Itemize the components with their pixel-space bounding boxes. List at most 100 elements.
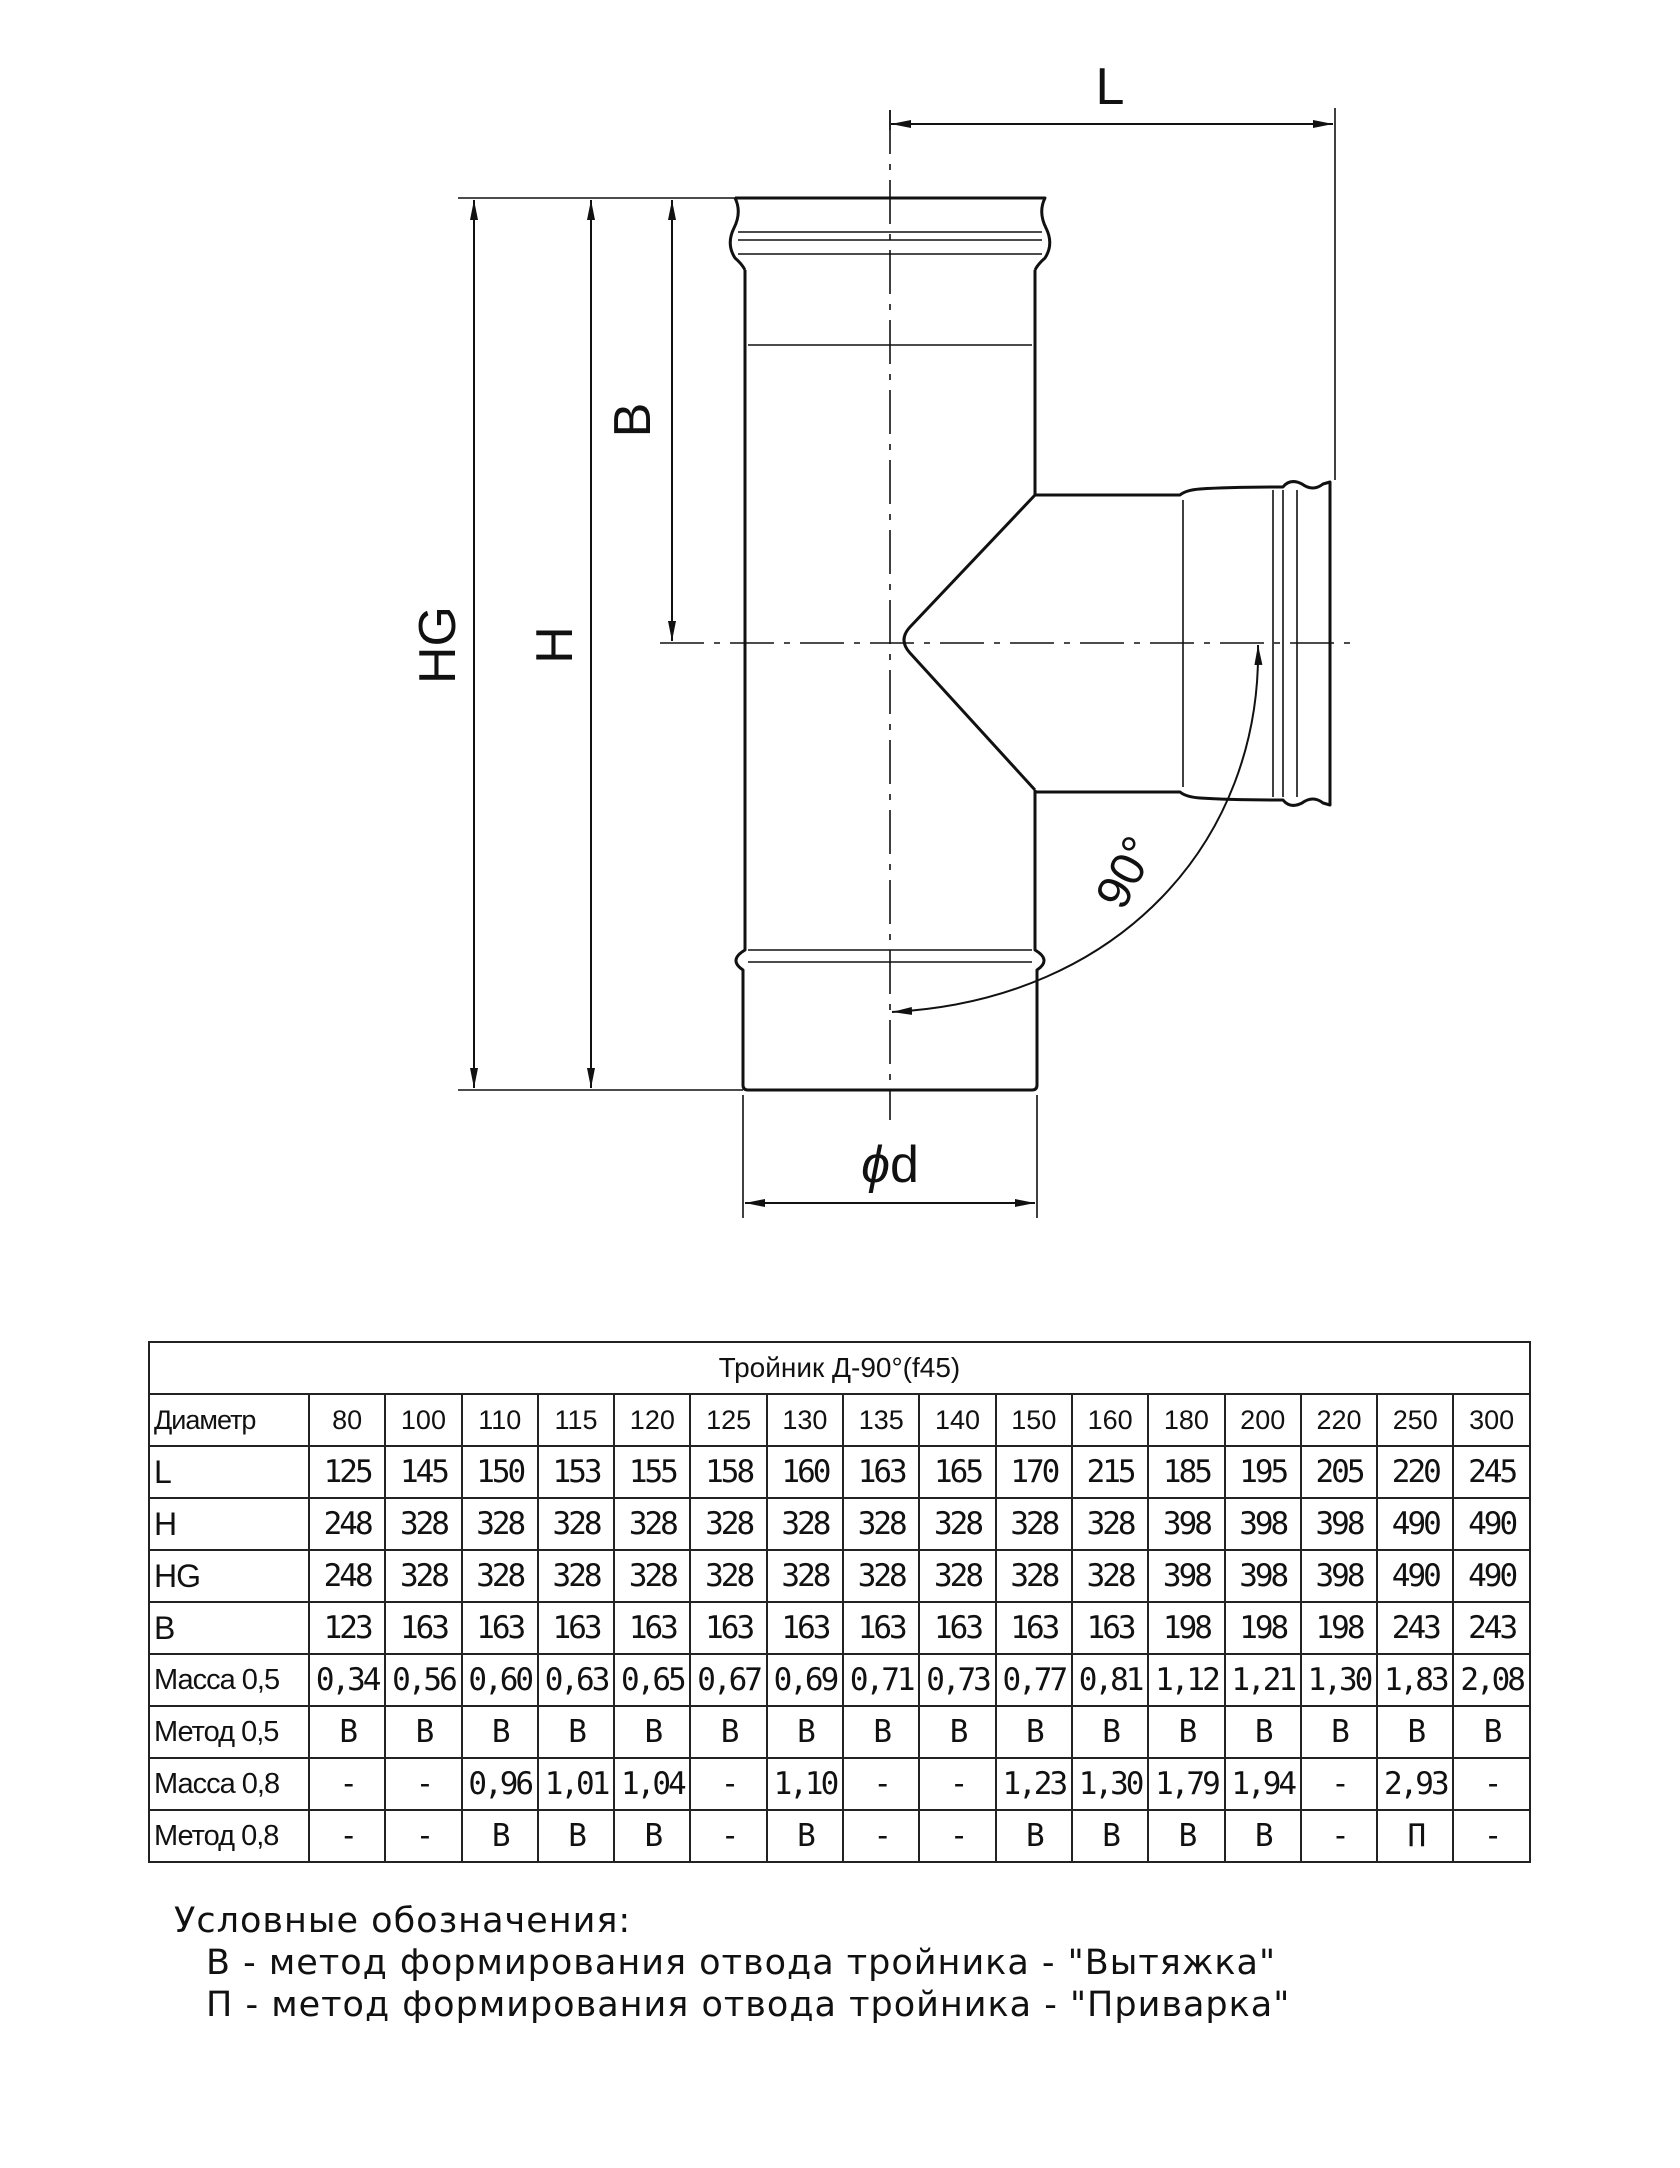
- diameter-header-cell: 200: [1223, 1393, 1302, 1447]
- table-cell: -: [1452, 1809, 1531, 1863]
- diameter-header-cell: 130: [765, 1393, 845, 1447]
- table-cell: В: [765, 1705, 845, 1759]
- table-cell: 123: [307, 1601, 387, 1655]
- table-cell: 0,69: [765, 1653, 845, 1707]
- diameter-header-cell: 160: [1070, 1393, 1150, 1447]
- table-cell: -: [1452, 1757, 1531, 1811]
- center-lines: [660, 110, 1355, 1120]
- table-cell: 248: [307, 1549, 387, 1603]
- table-cell: В: [1452, 1705, 1531, 1759]
- table-cell: 328: [994, 1497, 1073, 1551]
- table-header-label: Диаметр: [148, 1393, 310, 1447]
- table-cell: 0,65: [613, 1653, 692, 1707]
- table-cell: -: [1299, 1757, 1379, 1811]
- table-cell: В: [1223, 1809, 1302, 1863]
- table-cell: 163: [918, 1601, 997, 1655]
- dimension-lines: [470, 120, 1333, 1207]
- table-cell: 163: [460, 1601, 539, 1655]
- table-cell: 328: [689, 1497, 768, 1551]
- table-cell: 153: [536, 1445, 616, 1499]
- diameter-header-cell: 100: [384, 1393, 463, 1447]
- table-cell: В: [1070, 1705, 1150, 1759]
- diameter-header-cell: 115: [536, 1393, 616, 1447]
- table-cell: 328: [765, 1497, 845, 1551]
- table-cell: -: [1299, 1809, 1379, 1863]
- table-cell: 1,94: [1223, 1757, 1302, 1811]
- table-cell: 198: [1223, 1601, 1302, 1655]
- table-cell: 328: [460, 1549, 539, 1603]
- table-cell: 0,71: [842, 1653, 921, 1707]
- diameter-header-cell: 250: [1376, 1393, 1455, 1447]
- diameter-header-cell: 150: [994, 1393, 1073, 1447]
- table-title-row: Тройник Д-90°(f45): [148, 1341, 1531, 1395]
- table-cell: 0,96: [460, 1757, 539, 1811]
- table-cell: 1,01: [536, 1757, 616, 1811]
- table-cell: 398: [1147, 1497, 1226, 1551]
- table-cell: 398: [1223, 1497, 1302, 1551]
- table-cell: 398: [1147, 1549, 1226, 1603]
- table-cell: 328: [765, 1549, 845, 1603]
- table-cell: 398: [1299, 1549, 1379, 1603]
- row-label: B: [148, 1601, 310, 1655]
- diameter-letter: d: [890, 1136, 919, 1194]
- table-cell: 163: [994, 1601, 1073, 1655]
- table-cell: -: [689, 1809, 768, 1863]
- table-cell: 0,77: [994, 1653, 1073, 1707]
- diameter-header-cell: 135: [842, 1393, 921, 1447]
- table-cell: 1,30: [1299, 1653, 1379, 1707]
- table-cell: 1,12: [1147, 1653, 1226, 1707]
- legend: Условные обозначения: В - метод формиров…: [174, 1900, 1290, 2026]
- table-cell: В: [536, 1809, 616, 1863]
- table-cell: 215: [1070, 1445, 1150, 1499]
- dimension-label-b: B: [604, 403, 662, 438]
- table-cell: 0,81: [1070, 1653, 1150, 1707]
- table-cell: 328: [689, 1549, 768, 1603]
- dimension-label-diameter: ϕd: [861, 1136, 919, 1194]
- table-cell: В: [842, 1705, 921, 1759]
- table-cell: 243: [1376, 1601, 1455, 1655]
- row-label: Масса 0,8: [148, 1757, 310, 1811]
- table-cell: В: [1299, 1705, 1379, 1759]
- table-cell: 0,67: [689, 1653, 768, 1707]
- table-cell: 328: [536, 1497, 616, 1551]
- diameter-symbol: ϕ: [861, 1136, 890, 1194]
- table-cell: 328: [384, 1497, 463, 1551]
- diameter-header-cell: 220: [1299, 1393, 1379, 1447]
- table-cell: 0,73: [918, 1653, 997, 1707]
- tee-detail-lines: [738, 231, 1298, 963]
- table-cell: 328: [842, 1549, 921, 1603]
- legend-title: Условные обозначения:: [174, 1901, 632, 1941]
- table-cell: 1,83: [1376, 1653, 1455, 1707]
- table-cell: 163: [1070, 1601, 1150, 1655]
- diameter-header-cell: 110: [460, 1393, 539, 1447]
- extension-lines: [458, 108, 1336, 1218]
- dimension-label-h: H: [526, 626, 584, 664]
- table-cell: 328: [918, 1497, 997, 1551]
- table-cell: 328: [842, 1497, 921, 1551]
- table-cell: 328: [1070, 1497, 1150, 1551]
- table-cell: 185: [1147, 1445, 1226, 1499]
- table-cell: 150: [460, 1445, 539, 1499]
- tee-drawing: L B HG H 90° ϕd: [409, 58, 1355, 1218]
- table-cell: 2,08: [1452, 1653, 1531, 1707]
- table-cell: 490: [1376, 1549, 1455, 1603]
- table-cell: В: [384, 1705, 463, 1759]
- table-cell: 198: [1147, 1601, 1226, 1655]
- table-cell: -: [918, 1757, 997, 1811]
- table-cell: В: [918, 1705, 997, 1759]
- diameter-header-cell: 120: [613, 1393, 692, 1447]
- table-cell: 145: [384, 1445, 463, 1499]
- legend-item-privarka: П - метод формирования отвода тройника -…: [206, 1985, 1291, 2025]
- table-cell: -: [918, 1809, 997, 1863]
- diameter-header-cell: 140: [918, 1393, 997, 1447]
- table-cell: 195: [1223, 1445, 1302, 1499]
- table-cell: 158: [689, 1445, 768, 1499]
- table-cell: 490: [1376, 1497, 1455, 1551]
- table-cell: 1,23: [994, 1757, 1073, 1811]
- table-cell: 163: [613, 1601, 692, 1655]
